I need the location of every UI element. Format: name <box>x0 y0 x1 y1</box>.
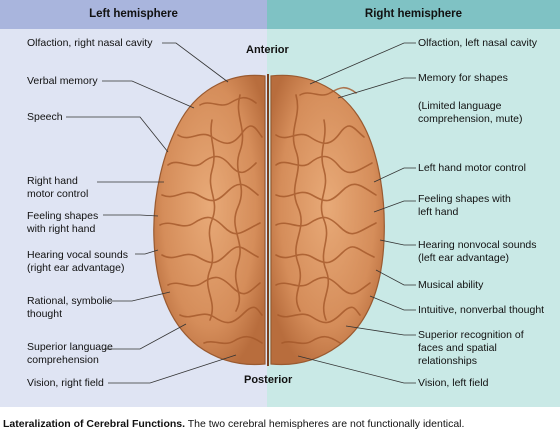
brain-sulci <box>159 86 377 345</box>
label-vision-left: Vision, left field <box>418 377 488 390</box>
label-text: Hearing vocal sounds <box>27 249 128 261</box>
figure-caption: Lateralization of Cerebral Functions. Th… <box>3 418 464 430</box>
label-text: Vision, right field <box>27 377 104 389</box>
label-text: (left ear advantage) <box>418 252 510 264</box>
label-text: Olfaction, left nasal cavity <box>418 37 538 49</box>
left-leader-lines <box>66 42 237 384</box>
label-intuitive-thought: Intuitive, nonverbal thought <box>418 304 544 317</box>
label-olfaction-right: Olfaction, right nasal cavity <box>27 37 152 50</box>
label-text: Vision, left field <box>418 377 489 389</box>
label-text: Speech <box>27 111 63 123</box>
right-hemisphere-header <box>267 0 560 29</box>
label-text: with right hand <box>27 223 96 235</box>
label-text: motor control <box>27 188 89 200</box>
label-text: faces and spatial <box>418 342 497 354</box>
label-text: Olfaction, right nasal cavity <box>27 37 153 49</box>
label-text: (right ear advantage) <box>27 262 125 274</box>
left-hemisphere-title: Left hemisphere <box>89 8 178 20</box>
label-text: Superior recognition of <box>418 329 524 341</box>
caption-text: The two cerebral hemispheres are not fun… <box>185 418 465 430</box>
label-text: Feeling shapes with <box>418 193 511 205</box>
anterior-label: Anterior <box>246 44 289 56</box>
label-vision-right: Vision, right field <box>27 377 104 390</box>
label-olfaction-left: Olfaction, left nasal cavity <box>418 37 537 50</box>
label-text: Verbal memory <box>27 75 98 87</box>
label-text: thought <box>27 308 63 320</box>
label-hearing-vocal: Hearing vocal sounds(right ear advantage… <box>27 249 128 275</box>
label-text: Intuitive, nonverbal thought <box>418 304 545 316</box>
right-hemisphere-title: Right hemisphere <box>364 8 463 20</box>
label-text: left hand <box>418 206 459 218</box>
label-text: relationships <box>418 355 477 367</box>
label-text: Rational, symbolic <box>27 295 113 307</box>
label-text: Hearing nonvocal sounds <box>418 239 537 251</box>
label-text: Musical ability <box>418 279 484 291</box>
label-memory-shapes: Memory for shapes <box>418 72 508 85</box>
label-left-hand-motor: Left hand motor control <box>418 162 526 175</box>
left-hemisphere-header <box>0 0 267 29</box>
label-text: Right hand <box>27 175 78 187</box>
label-verbal-memory: Verbal memory <box>27 75 98 88</box>
label-text: Superior language <box>27 341 113 353</box>
label-text: (Limited language <box>418 100 502 112</box>
caption-title: Lateralization of Cerebral Functions. <box>3 418 186 430</box>
label-text: comprehension <box>27 354 99 366</box>
label-text: Feeling shapes <box>27 210 99 222</box>
label-speech: Speech <box>27 111 63 124</box>
posterior-label: Posterior <box>244 374 293 386</box>
label-text: comprehension, mute) <box>418 113 523 125</box>
label-musical-ability: Musical ability <box>418 279 483 292</box>
label-text: Left hand motor control <box>418 162 526 174</box>
brain-right-hemisphere <box>270 74 385 366</box>
brain-left-hemisphere <box>153 74 266 366</box>
label-text: Memory for shapes <box>418 72 508 84</box>
label-hearing-nonvocal: Hearing nonvocal sounds(left ear advanta… <box>418 239 537 265</box>
right-leader-lines <box>297 42 416 384</box>
